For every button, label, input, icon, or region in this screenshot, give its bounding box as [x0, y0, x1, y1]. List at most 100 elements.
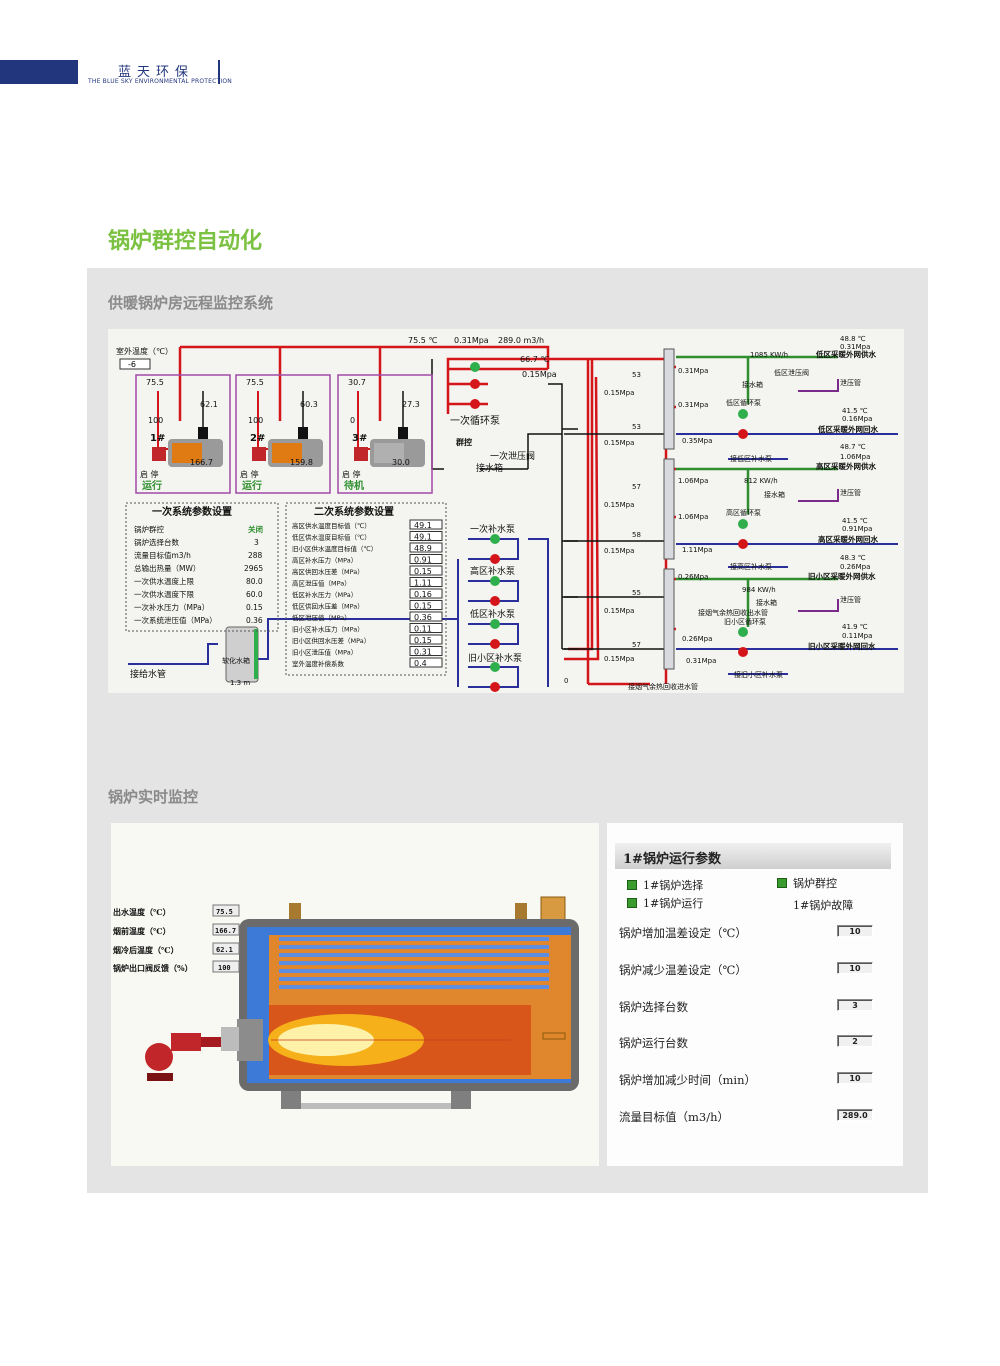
flue-recovery-out: 接烟气余热回收出水管: [698, 608, 768, 617]
secondary-param-label: 低区泄压值（MPa）: [292, 613, 351, 622]
boiler2-out-temp: 75.5: [246, 378, 264, 387]
primary-param-label: 一次系统泄压值（MPa）: [134, 615, 217, 625]
primary-param-label: 总输出热量（MW）: [134, 563, 200, 573]
primary-param-label: 锅炉选择台数: [134, 537, 179, 547]
zone-high-tank: 接水箱: [764, 490, 785, 499]
param-row-label: 流量目标值（m3/h）: [619, 1110, 730, 1124]
header-divider: [218, 60, 220, 84]
zone-high-supply-pressure: 1.06Mpa: [840, 453, 870, 461]
boiler3-number: 3#: [352, 433, 367, 444]
supply-pipe-label: 接给水管: [130, 668, 166, 680]
zone-low-return-temp: 41.5 ℃: [842, 407, 868, 415]
reading-value: 100: [218, 964, 231, 972]
primary-param-value: 3: [254, 538, 259, 547]
softener-label: 软化水箱: [222, 656, 250, 665]
secondary-param-value: 0.11: [414, 625, 432, 634]
secondary-param-box: [409, 565, 443, 576]
secondary-params-title: 二次系统参数设置: [314, 505, 394, 518]
secondary-param-box: [409, 577, 443, 587]
brand-name-en: THE BLUE SKY ENVIRONMENTAL PROTECTION: [88, 78, 232, 85]
secondary-param-label: 旧小区泄压值（MPa）: [292, 648, 357, 657]
secondary-param-box: [409, 646, 443, 656]
boiler3-smoke-temp: 27.3: [402, 400, 420, 409]
secondary-param-value: 49.1: [414, 521, 432, 530]
secondary-param-label: 高区泄压值（MPa）: [292, 579, 351, 588]
boiler3-out-temp: 30.7: [348, 378, 366, 387]
secondary-param-value: 49.1: [414, 533, 432, 542]
secondary-param-box: [409, 542, 443, 553]
param-row-label: 锅炉运行台数: [619, 1036, 688, 1050]
boiler3-valve: 0: [350, 416, 355, 425]
zone-old-supply-temp: 48.3 ℃: [840, 554, 866, 562]
pipe-readout: 58: [632, 531, 641, 539]
old-makeup-label: 旧小区补水泵: [468, 652, 522, 664]
primary-param-value: 288: [248, 551, 263, 560]
secondary-param-label: 低区供水温度目标值（℃）: [292, 533, 371, 542]
check-boiler-select[interactable]: 1#锅炉选择: [627, 877, 703, 893]
zone-low-makeup: 接低区补水泵: [730, 454, 772, 463]
param-row-label: 锅炉增加减少时间（min）: [619, 1073, 756, 1087]
param-row-value[interactable]: 10: [837, 925, 873, 937]
secondary-param-label: 高区供回水压差（MPa）: [292, 567, 364, 576]
secondary-param-label: 旧小区补水压力（MPa）: [292, 625, 364, 634]
flue-recovery-in: 接烟气余热回收进水管: [628, 682, 698, 691]
secondary-param-value: 0.4: [414, 659, 427, 668]
water-tank-label: 接水箱: [476, 462, 503, 474]
secondary-param-value: 0.16: [414, 590, 432, 599]
primary-param-label: 锅炉群控: [134, 524, 164, 534]
param-row-value[interactable]: 289.0: [837, 1109, 873, 1121]
zone-old-supply-pressure: 0.26Mpa: [840, 563, 870, 571]
secondary-param-value: 0.36: [414, 613, 432, 622]
primary-param-label: 流量目标值m3/h: [134, 550, 191, 560]
zone-old-relief: 泄压管: [840, 595, 861, 604]
zone-high-supply-temp: 48.7 ℃: [840, 443, 866, 451]
secondary-param-box: [409, 588, 443, 599]
primary-param-value: 60.0: [246, 590, 263, 599]
top-press2-readout: 0.15Mpa: [522, 370, 557, 379]
zone-low-return-pressure: 0.16Mpa: [842, 415, 872, 423]
zone-high-return-pressure: 0.91Mpa: [842, 525, 872, 533]
zone-low-circ: 低区循环泵: [726, 398, 761, 407]
boiler1-smoke-temp: 62.1: [200, 400, 218, 409]
boiler1-status: 运行: [142, 479, 162, 492]
top-pressure-readout: 0.31Mpa: [454, 336, 489, 345]
boiler2-flue-temp: 159.8: [290, 458, 313, 467]
boiler1-flue-temp: 166.7: [190, 458, 213, 467]
zone-low-supply-pressure: 0.31Mpa: [840, 343, 870, 351]
secondary-param-value: 0.15: [414, 602, 432, 611]
boiler-fault-label: 1#锅炉故障: [793, 899, 854, 912]
param-row-label: 锅炉增加温差设定（℃）: [619, 926, 747, 940]
secondary-param-value: 0.15: [414, 567, 432, 576]
secondary-param-label: 室外温度补偿系数: [292, 659, 345, 668]
secondary-param-label: 高区供水温度目标值（℃）: [292, 521, 371, 530]
secondary-param-value: 0.31: [414, 648, 432, 657]
param-row-value[interactable]: 10: [837, 1072, 873, 1084]
secondary-param-box: [409, 600, 443, 610]
zone-high-hx-p1: 1.06Mpa: [678, 477, 708, 485]
reading-label: 出水温度（℃）: [113, 907, 171, 917]
param-row-value[interactable]: 3: [837, 999, 873, 1011]
primary-makeup-label: 一次补水泵: [470, 523, 515, 535]
check-boiler-run[interactable]: 1#锅炉运行: [627, 895, 703, 911]
relief-valve-label: 一次泄压阀: [490, 450, 535, 462]
reading-value: 166.7: [215, 927, 236, 935]
secondary-param-label: 旧小区供水温度目标值（℃）: [292, 544, 377, 553]
check-label: 锅炉群控: [793, 877, 837, 890]
param-row-value[interactable]: 10: [837, 962, 873, 974]
zone-high-supply-label: 高区采暖外网供水: [816, 461, 876, 471]
check-group-control[interactable]: 锅炉群控: [777, 875, 837, 891]
boiler3-flue-temp: 30.0: [392, 458, 410, 467]
primary-param-value: 关闭: [248, 524, 263, 534]
top-temp-readout: 75.5 ℃: [408, 336, 437, 345]
params-header: 1#锅炉运行参数: [615, 843, 891, 869]
secondary-param-value: 1.11: [414, 579, 432, 588]
zone-old-hx-p2: 0.31Mpa: [686, 657, 716, 665]
reading-value: 75.5: [216, 908, 233, 916]
param-row-value[interactable]: 2: [837, 1035, 873, 1047]
boiler2-number: 2#: [250, 433, 265, 444]
secondary-param-label: 高区补水压力（MPa）: [292, 556, 357, 565]
params-title: 1#锅炉运行参数: [623, 852, 721, 867]
pipe-readout: 0.15Mpa: [604, 547, 634, 555]
pipe-readout: 0.15Mpa: [604, 501, 634, 509]
boiler2-status: 运行: [242, 479, 262, 492]
